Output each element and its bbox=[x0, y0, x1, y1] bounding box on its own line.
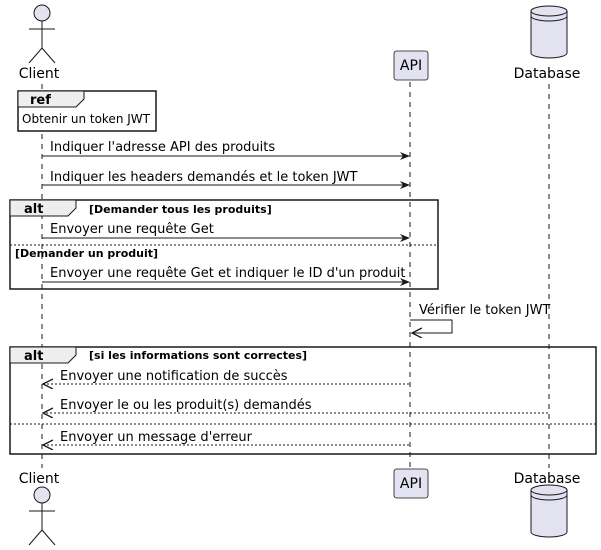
message-7-label: Envoyer le ou les produit(s) demandés bbox=[60, 398, 312, 413]
api-participant-top: API bbox=[393, 50, 429, 81]
message-5-self-call: Vérifier le token JWT bbox=[410, 303, 550, 333]
actor-icon bbox=[28, 486, 56, 546]
message-4-label: Envoyer une requête Get et indiquer le I… bbox=[50, 266, 405, 281]
message-7: Envoyer le ou les produit(s) demandés bbox=[43, 398, 548, 413]
alt-frame-1: alt [Demander tous les produits] [Demand… bbox=[9, 199, 439, 290]
client-label-top: Client bbox=[19, 66, 60, 82]
message-3-label: Envoyer une requête Get bbox=[50, 222, 214, 237]
ref-keyword: ref bbox=[30, 93, 51, 108]
ref-frame: ref Obtenir un token JWT bbox=[17, 90, 157, 132]
alt-2-keyword: alt bbox=[24, 349, 43, 364]
message-8: Envoyer un message d'erreur bbox=[43, 430, 409, 445]
alt-frame-2: alt [si les informations sont correctes] bbox=[9, 346, 597, 455]
message-1: Indiquer l'adresse API des produits bbox=[42, 140, 410, 160]
database-label-bottom: Database bbox=[514, 471, 581, 487]
alt-1-guard-1: [Demander tous les produits] bbox=[89, 203, 272, 216]
client-actor-top: Client bbox=[19, 4, 60, 82]
ref-text: Obtenir un token JWT bbox=[22, 112, 151, 126]
actor-icon bbox=[28, 4, 56, 64]
message-2-label: Indiquer les headers demandés et le toke… bbox=[50, 170, 358, 185]
message-2: Indiquer les headers demandés et le toke… bbox=[42, 170, 410, 189]
api-label-bottom: API bbox=[400, 476, 422, 492]
database-icon bbox=[530, 484, 568, 538]
message-5-label: Vérifier le token JWT bbox=[419, 303, 550, 318]
database-participant-top: Database bbox=[514, 5, 581, 82]
message-3: Envoyer une requête Get bbox=[42, 222, 410, 242]
database-label-top: Database bbox=[514, 66, 581, 82]
database-icon bbox=[530, 5, 568, 59]
alt-2-guard-1: [si les informations sont correctes] bbox=[89, 349, 307, 362]
message-1-label: Indiquer l'adresse API des produits bbox=[50, 140, 275, 155]
alt-1-guard-2: [Demander un produit] bbox=[15, 247, 158, 260]
message-4: Envoyer une requête Get et indiquer le I… bbox=[42, 266, 410, 286]
message-8-label: Envoyer un message d'erreur bbox=[60, 430, 253, 445]
alt-1-keyword: alt bbox=[24, 202, 43, 217]
message-6: Envoyer une notification de succès bbox=[43, 369, 409, 384]
api-participant-bottom: API bbox=[393, 468, 429, 499]
client-label-bottom: Client bbox=[19, 471, 60, 487]
api-label-top: API bbox=[400, 58, 422, 74]
client-actor-bottom: Client bbox=[19, 471, 60, 546]
database-participant-bottom: Database bbox=[514, 471, 581, 538]
message-6-label: Envoyer une notification de succès bbox=[60, 369, 288, 384]
